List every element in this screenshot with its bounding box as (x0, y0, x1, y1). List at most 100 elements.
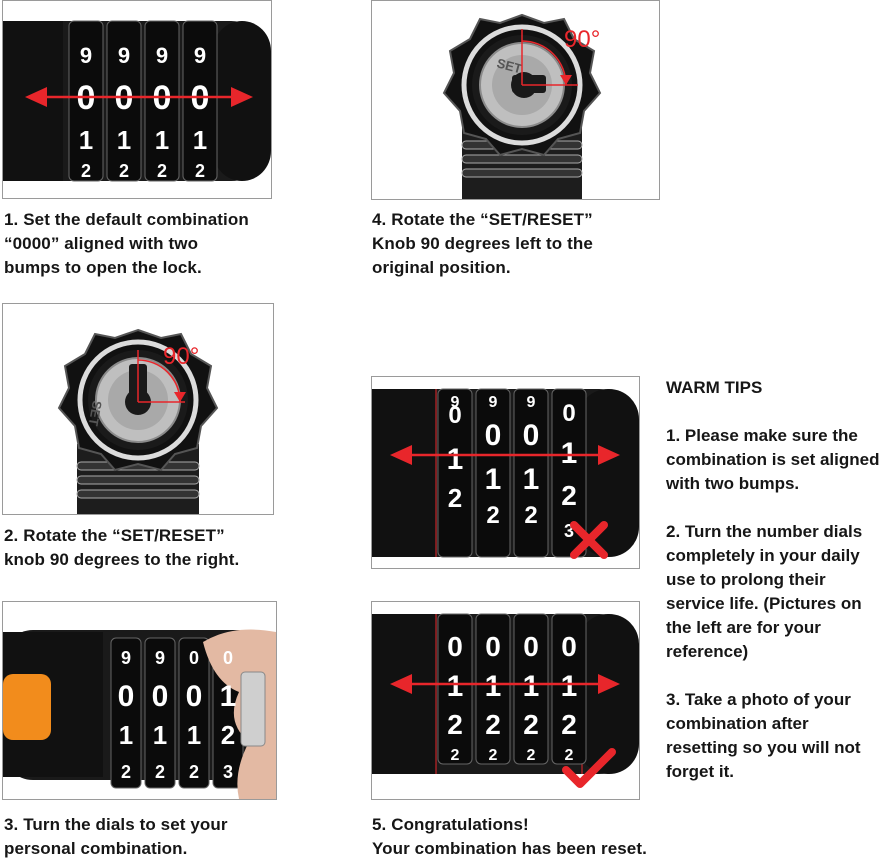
tip-2-line-3: use to prolong their (666, 570, 826, 589)
p1-last-2: 2 (119, 161, 129, 181)
pr-mid-1: 1 (447, 670, 464, 703)
p3-last-2: 2 (155, 762, 165, 782)
step1-caption: 1. Set the default combination “0000” al… (4, 208, 249, 280)
p1-top-4: 9 (194, 43, 206, 68)
pr-last-3: 2 (527, 747, 536, 764)
pw-top-4: 0 (562, 400, 575, 427)
pr-mid-2: 1 (485, 670, 502, 703)
dial-column-3 (144, 20, 180, 182)
reset-knob-right-illustration: SET 90° (57, 328, 219, 514)
tip-2-line-6: reference) (666, 642, 749, 661)
alignment-arrow-icon (25, 87, 253, 107)
pw-mid-1: 0 (448, 402, 461, 429)
step5-line-1: 5. Congratulations! (372, 815, 529, 834)
step2-line-2: knob 90 degrees to the right. (4, 550, 240, 569)
pr-bot-4: 2 (561, 709, 577, 740)
pw-last-4: 3 (564, 521, 574, 541)
tip-1-line-2: combination is set aligned (666, 450, 880, 469)
pr-last-2: 2 (489, 747, 498, 764)
p1-last-3: 2 (157, 161, 167, 181)
p3-bot-3: 1 (187, 720, 201, 750)
reset-knob-left-illustration: SET 90° (442, 13, 602, 199)
correct-checkmark-icon (562, 748, 616, 788)
knob-set-label: SET (495, 55, 523, 76)
lock-dials-default-illustration: 9 9 9 9 0 0 0 0 1 1 1 1 2 2 2 2 (3, 20, 271, 182)
tip-3-line-3: resetting so you will not (666, 738, 861, 757)
p3-last-1: 2 (121, 762, 131, 782)
pw-top-3: 9 (527, 394, 536, 411)
finger-hand (203, 629, 276, 799)
step3-image: 9 9 0 0 0 0 0 1 1 1 1 2 2 2 2 3 (2, 601, 277, 800)
p3-mid-1: 0 (118, 680, 135, 713)
knob-set-label-2: SET (86, 399, 105, 427)
p3-top-1: 9 (121, 648, 131, 668)
step1-line-2: “0000” aligned with two (4, 234, 199, 253)
step3-line-2: personal combination. (4, 839, 188, 858)
step3-caption: 3. Turn the dials to set your personal c… (4, 813, 228, 861)
pr-last-1: 2 (451, 747, 460, 764)
p3-mid-4: 1 (220, 680, 237, 713)
warm-tips: WARM TIPS 1. Please make sure the combin… (666, 376, 892, 808)
p3-bot-2: 1 (153, 720, 167, 750)
correct-alignment-image: 0 0 0 0 1 1 1 1 2 2 2 2 2 2 2 2 (371, 601, 640, 800)
p3-mid-3: 0 (186, 680, 203, 713)
tip-1-line-1: 1. Please make sure the (666, 426, 858, 445)
p1-top-1: 9 (80, 43, 92, 68)
pr-bot-2: 2 (485, 709, 501, 740)
pw-bot-4: 2 (561, 480, 577, 511)
p1-top-3: 9 (156, 43, 168, 68)
step2-angle-label: 90° (163, 343, 199, 370)
pw-bot-1: 1 (447, 443, 464, 476)
step2-caption: 2. Rotate the “SET/RESET” knob 90 degree… (4, 524, 239, 572)
tip-3-line-4: forget it. (666, 762, 734, 781)
pw-last-3: 2 (524, 502, 537, 529)
tip-2-line-2: completely in your daily (666, 546, 860, 565)
p1-last-1: 2 (81, 161, 91, 181)
step2-line-1: 2. Rotate the “SET/RESET” (4, 526, 225, 545)
dial-column-1 (68, 20, 104, 182)
step4-caption: 4. Rotate the “SET/RESET” Knob 90 degree… (372, 208, 593, 280)
pw-last-1: 2 (448, 483, 462, 513)
p1-bot-2: 1 (117, 125, 131, 155)
tip-3-line-1: 3. Take a photo of your (666, 690, 851, 709)
p3-top-2: 9 (155, 648, 165, 668)
orange-cable-cap (3, 674, 51, 740)
warm-tips-title: WARM TIPS (666, 378, 763, 397)
pw-mid-4: 1 (561, 437, 578, 470)
tip-2-line-4: service life. (Pictures on (666, 594, 862, 613)
p1-bot-4: 1 (193, 125, 207, 155)
pr-mid-3: 1 (523, 670, 540, 703)
pr-bot-3: 2 (523, 709, 539, 740)
p3-last-3: 2 (189, 762, 199, 782)
lock-dials-correct-illustration: 0 0 0 0 1 1 1 1 2 2 2 2 2 2 2 2 (372, 613, 639, 788)
tip-1: 1. Please make sure the combination is s… (666, 424, 892, 496)
angle-indicator-icon (137, 350, 186, 403)
alignment-arrow-icon (390, 674, 620, 694)
step4-line-3: original position. (372, 258, 511, 277)
wrong-alignment-image: 9 9 9 0 0 0 0 1 1 1 1 2 2 2 2 3 (371, 376, 640, 569)
wrong-cross-icon (570, 521, 608, 559)
tip-2-line-5: the left are for your (666, 618, 821, 637)
tip-2: 2. Turn the number dials completely in y… (666, 520, 892, 664)
step4-angle-label: 90° (564, 26, 600, 53)
pw-mid-2: 0 (485, 419, 502, 452)
step5-line-2: Your combination has been reset. (372, 839, 647, 858)
pr-bot-1: 2 (447, 709, 463, 740)
pw-top-2: 9 (489, 394, 498, 411)
p1-last-4: 2 (195, 161, 205, 181)
p3-mid-2: 0 (152, 680, 169, 713)
pr-top-1: 0 (447, 631, 463, 662)
step4-line-1: 4. Rotate the “SET/RESET” (372, 210, 593, 229)
step4-line-2: Knob 90 degrees left to the (372, 234, 593, 253)
p3-top-3: 0 (189, 648, 199, 668)
p1-bot-3: 1 (155, 125, 169, 155)
pw-top-1: 9 (451, 394, 460, 411)
pr-mid-4: 1 (561, 670, 578, 703)
step2-image: SET 90° (2, 303, 274, 515)
pw-bot-2: 1 (485, 463, 502, 496)
pw-bot-3: 1 (523, 463, 540, 496)
p1-bot-1: 1 (79, 125, 93, 155)
lock-dials-turn-illustration: 9 9 0 0 0 0 0 1 1 1 1 2 2 2 2 3 (3, 629, 276, 799)
lock-dials-wrong-illustration: 9 9 9 0 0 0 0 1 1 1 1 2 2 2 2 3 (372, 388, 639, 559)
tip-3-line-2: combination after (666, 714, 809, 733)
